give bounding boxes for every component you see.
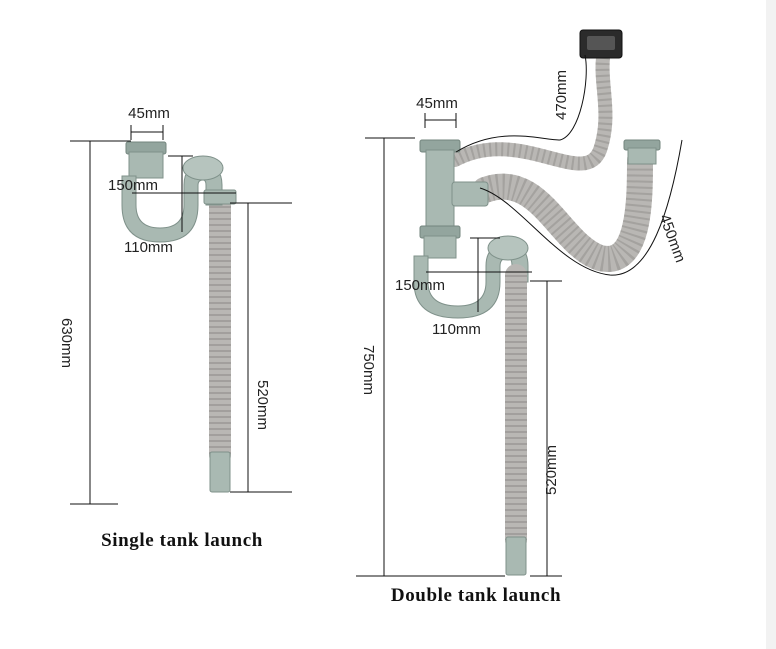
single-dim-150mm: 150mm <box>108 177 158 194</box>
single-s-trap <box>121 141 237 243</box>
double-dim-110mm: 110mm <box>432 321 481 338</box>
double-tank-group: 45mm 470mm 450mm 150mm 110mm 750mm 520mm… <box>356 29 689 606</box>
double-dim-520mm: 520mm <box>543 445 560 495</box>
double-connector-hose <box>472 139 661 272</box>
single-dim-45mm: 45mm <box>128 105 170 122</box>
single-dim-630mm: 630mm <box>58 318 75 368</box>
double-dim-450mm: 450mm <box>656 212 689 265</box>
single-dim-110mm: 110mm <box>124 239 173 256</box>
single-tank-group: 45mm 150mm 110mm 630mm 520mm Single tank… <box>58 105 292 551</box>
single-drain-hose <box>209 189 231 493</box>
double-dim-470mm: 470mm <box>553 70 570 120</box>
double-overflow-hose <box>448 29 623 171</box>
double-drain-hose <box>505 264 527 576</box>
single-caption: Single tank launch <box>101 530 263 551</box>
right-edge-strip <box>766 0 776 649</box>
double-dim-750mm: 750mm <box>360 345 377 395</box>
double-dimensions <box>356 54 683 577</box>
single-dim-520mm: 520mm <box>254 380 271 430</box>
double-stand-pipe <box>419 139 489 259</box>
double-dim-150mm: 150mm <box>395 277 445 294</box>
double-dim-45mm: 45mm <box>416 95 458 112</box>
double-caption: Double tank launch <box>391 585 561 606</box>
single-dimensions <box>70 125 292 505</box>
